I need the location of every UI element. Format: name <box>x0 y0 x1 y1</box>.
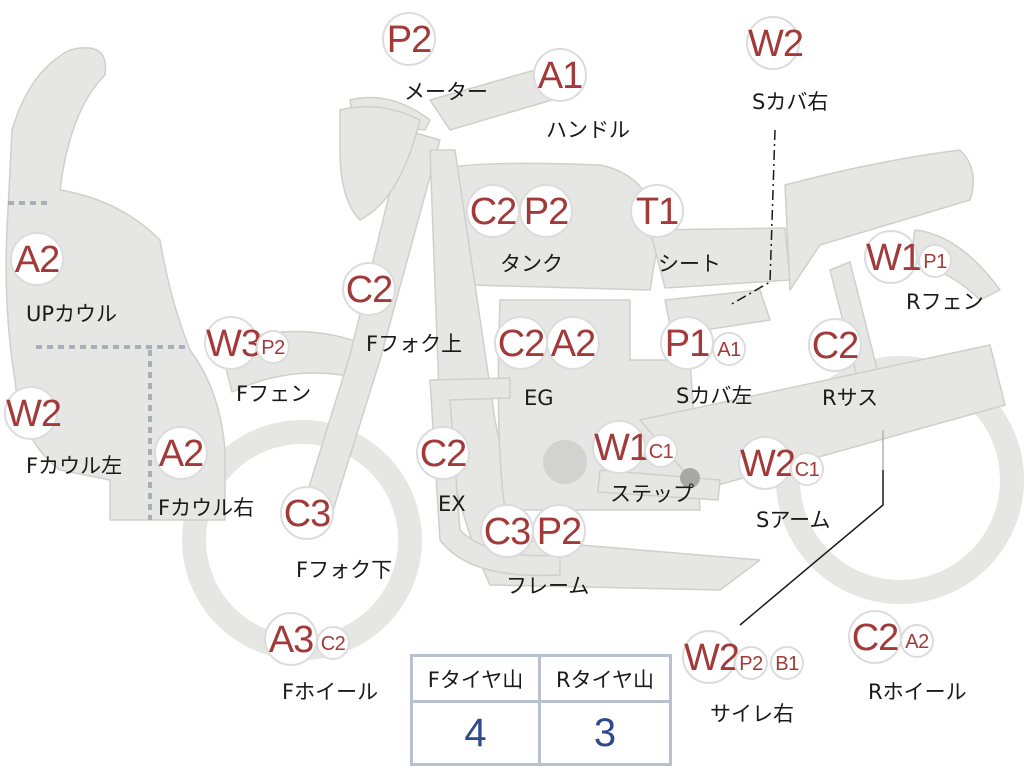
label-tank: タンク <box>500 252 563 276</box>
meter-shape <box>339 105 421 221</box>
label-meter: メーター <box>404 80 488 104</box>
grade-swing-arm-2: C1 <box>790 452 824 486</box>
grade-tank-2: P2 <box>519 184 573 238</box>
step-peg-shape <box>680 468 700 488</box>
label-f-cowl-right: Fカウル右 <box>158 496 255 520</box>
grade-seat-1: T1 <box>630 184 684 238</box>
grade-tank-1: C2 <box>466 184 520 238</box>
leader-s-cover-right <box>729 129 776 306</box>
grade-r-wheel-2: A2 <box>900 624 934 658</box>
label-engine: EG <box>524 386 554 410</box>
grade-f-cowl-right-1: A2 <box>154 426 208 480</box>
engine-cover-shape <box>543 440 587 484</box>
grade-s-cover-left-2: A1 <box>712 332 746 366</box>
label-s-cover-left: Sカバ左 <box>676 384 753 408</box>
grade-f-cowl-left-1: W2 <box>4 386 62 440</box>
grade-f-wheel-2: C2 <box>316 626 350 660</box>
grade-up-cowl-1: A2 <box>10 232 64 286</box>
grade-f-fender-1: W3 <box>204 316 262 370</box>
label-seat: シート <box>658 252 721 276</box>
grade-frame-1: C3 <box>480 504 534 558</box>
grade-exhaust-1: C2 <box>416 426 470 480</box>
label-swing-arm: Sアーム <box>756 508 831 532</box>
grade-r-fender-1: W1 <box>864 230 922 284</box>
grade-swing-arm-1: W2 <box>738 436 796 490</box>
grade-frame-2: P2 <box>532 504 586 558</box>
grade-step-1: W1 <box>592 420 650 474</box>
cowl-shape <box>5 47 226 521</box>
grade-step-2: C1 <box>644 434 678 468</box>
label-s-cover-right: Sカバ右 <box>752 90 829 114</box>
label-handle: ハンドル <box>546 118 630 142</box>
label-silencer-right: サイレ右 <box>710 702 794 726</box>
grade-f-wheel-1: A3 <box>264 612 318 666</box>
front-tire-tread-value: 4 <box>413 703 541 763</box>
grade-meter-1: P2 <box>382 12 436 66</box>
front-tire-tread-header: Fタイヤ山 <box>413 657 541 703</box>
label-exhaust: EX <box>438 492 466 516</box>
grade-silencer-right-1: W2 <box>682 630 740 684</box>
grade-handle-1: A1 <box>533 48 587 102</box>
rear-tire-tread-value: 3 <box>593 711 617 755</box>
tire-tread-table: Fタイヤ山 Rタイヤ山 4 3 <box>410 654 672 766</box>
tail-shape <box>784 149 975 291</box>
grade-r-wheel-1: C2 <box>848 610 902 664</box>
label-f-fork-lower: Fフォク下 <box>296 558 393 582</box>
rear-tire-tread-header: Rタイヤ山 <box>541 657 669 703</box>
label-r-wheel: Rホイール <box>868 680 967 704</box>
grade-f-fender-2: P2 <box>256 330 290 364</box>
label-f-cowl-left: Fカウル左 <box>26 454 123 478</box>
label-r-suspension: Rサス <box>822 386 879 410</box>
grade-r-fender-2: P1 <box>918 244 952 278</box>
label-f-wheel: Fホイール <box>282 680 379 704</box>
label-f-fork-upper: Fフォク上 <box>366 332 463 356</box>
label-up-cowl: UPカウル <box>26 302 118 326</box>
swing-arm-shape <box>639 344 1006 491</box>
label-frame: フレーム <box>506 574 590 598</box>
grade-f-fork-lower-1: C3 <box>280 486 334 540</box>
label-step: ステップ <box>610 482 694 506</box>
grade-silencer-right-2: P2 <box>734 646 768 680</box>
label-r-fender: Rフェン <box>906 290 984 314</box>
label-f-fender: Fフェン <box>236 382 312 406</box>
grade-f-fork-upper-1: C2 <box>342 262 396 316</box>
grade-s-cover-left-1: P1 <box>660 316 714 370</box>
grade-silencer-right-3: B1 <box>770 646 804 680</box>
grade-engine-1: C2 <box>494 316 548 370</box>
grade-s-cover-right-1: W2 <box>746 16 804 70</box>
grade-engine-2: A2 <box>546 316 600 370</box>
grade-r-suspension-1: C2 <box>808 318 862 372</box>
